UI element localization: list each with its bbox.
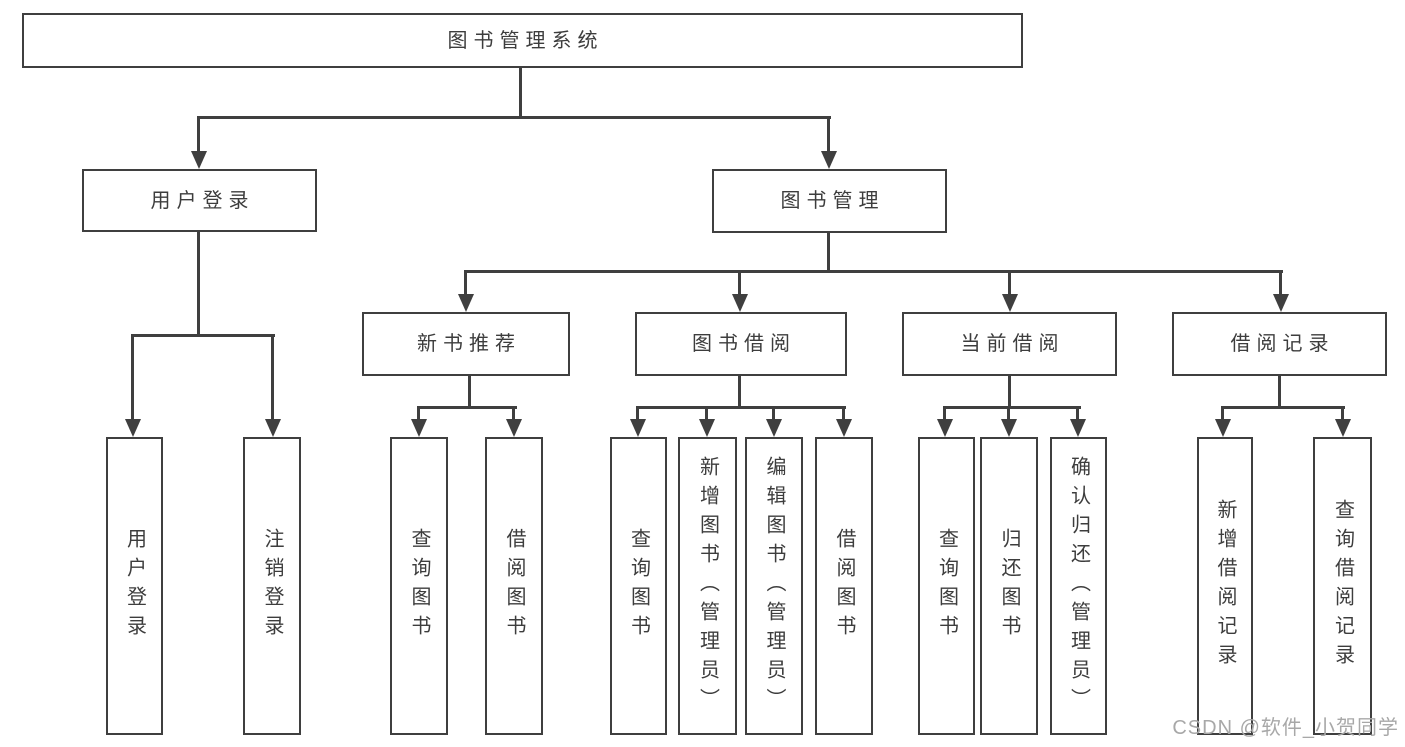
connector-level2-rail: [197, 116, 831, 119]
connector-sec0-drop: [468, 374, 471, 408]
connector-management-drop: [827, 231, 830, 272]
leaf-logout: 注销登录: [243, 437, 301, 735]
arrow-sec0-leaf1: [505, 406, 522, 437]
leaf-return-book: 归还图书: [980, 437, 1038, 735]
arrow-sec2-leaf0: [936, 406, 953, 437]
arrow-sec2-leaf1: [1000, 406, 1017, 437]
node-user-login: 用户登录: [82, 169, 317, 232]
leaf-rec-borrow-book: 借阅图书: [485, 437, 543, 735]
node-borrow-record: 借阅记录: [1172, 312, 1387, 376]
arrow-to-borrow-record: [1272, 270, 1289, 312]
leaf-confirm-return-admin: 确认归还（管理员）: [1050, 437, 1107, 735]
arrow-sec3-leaf0: [1214, 406, 1231, 437]
arrow-sec0-leaf0: [410, 406, 427, 437]
connector-sec2-rail: [943, 406, 1081, 409]
connector-login-rail: [131, 334, 275, 337]
arrow-to-logout-leaf: [264, 334, 281, 437]
connector-sec3-rail: [1221, 406, 1345, 409]
arrow-to-new-book-rec: [457, 270, 474, 312]
connector-sec1-drop: [738, 374, 741, 408]
arrow-sec1-leaf1: [698, 406, 715, 437]
leaf-borrow-query-book: 查询图书: [610, 437, 667, 735]
leaf-borrow-book: 借阅图书: [815, 437, 873, 735]
node-book-management: 图书管理: [712, 169, 947, 233]
arrow-to-current-borrow: [1001, 270, 1018, 312]
leaf-add-book-admin: 新增图书（管理员）: [678, 437, 737, 735]
leaf-rec-query-book: 查询图书: [390, 437, 448, 735]
node-book-borrow: 图书借阅: [635, 312, 847, 376]
leaf-edit-book-admin: 编辑图书（管理员）: [745, 437, 803, 735]
node-current-borrow: 当前借阅: [902, 312, 1117, 376]
arrow-to-login-leaf: [124, 334, 141, 437]
leaf-query-borrow-record: 查询借阅记录: [1313, 437, 1372, 735]
arrow-sec1-leaf0: [629, 406, 646, 437]
connector-sec0-rail: [417, 406, 517, 409]
arrow-sec3-leaf1: [1334, 406, 1351, 437]
node-new-book-recommend: 新书推荐: [362, 312, 570, 376]
connector-level3-rail: [464, 270, 1283, 273]
connector-login-drop: [197, 230, 200, 336]
arrow-sec2-leaf2: [1069, 406, 1086, 437]
arrow-to-book-borrow: [731, 270, 748, 312]
connector-sec1-rail: [636, 406, 846, 409]
arrow-sec1-leaf2: [765, 406, 782, 437]
arrow-to-book-management: [820, 116, 837, 169]
leaf-user-login: 用户登录: [106, 437, 163, 735]
connector-root-drop: [519, 67, 522, 118]
arrow-sec1-leaf3: [835, 406, 852, 437]
leaf-add-borrow-record: 新增借阅记录: [1197, 437, 1253, 735]
csdn-watermark: CSDN @软件_小贺同学: [1172, 717, 1399, 739]
node-root: 图书管理系统: [22, 13, 1023, 68]
arrow-to-user-login: [190, 116, 207, 169]
connector-sec2-drop: [1008, 374, 1011, 408]
leaf-current-query-book: 查询图书: [918, 437, 975, 735]
connector-sec3-drop: [1278, 374, 1281, 408]
